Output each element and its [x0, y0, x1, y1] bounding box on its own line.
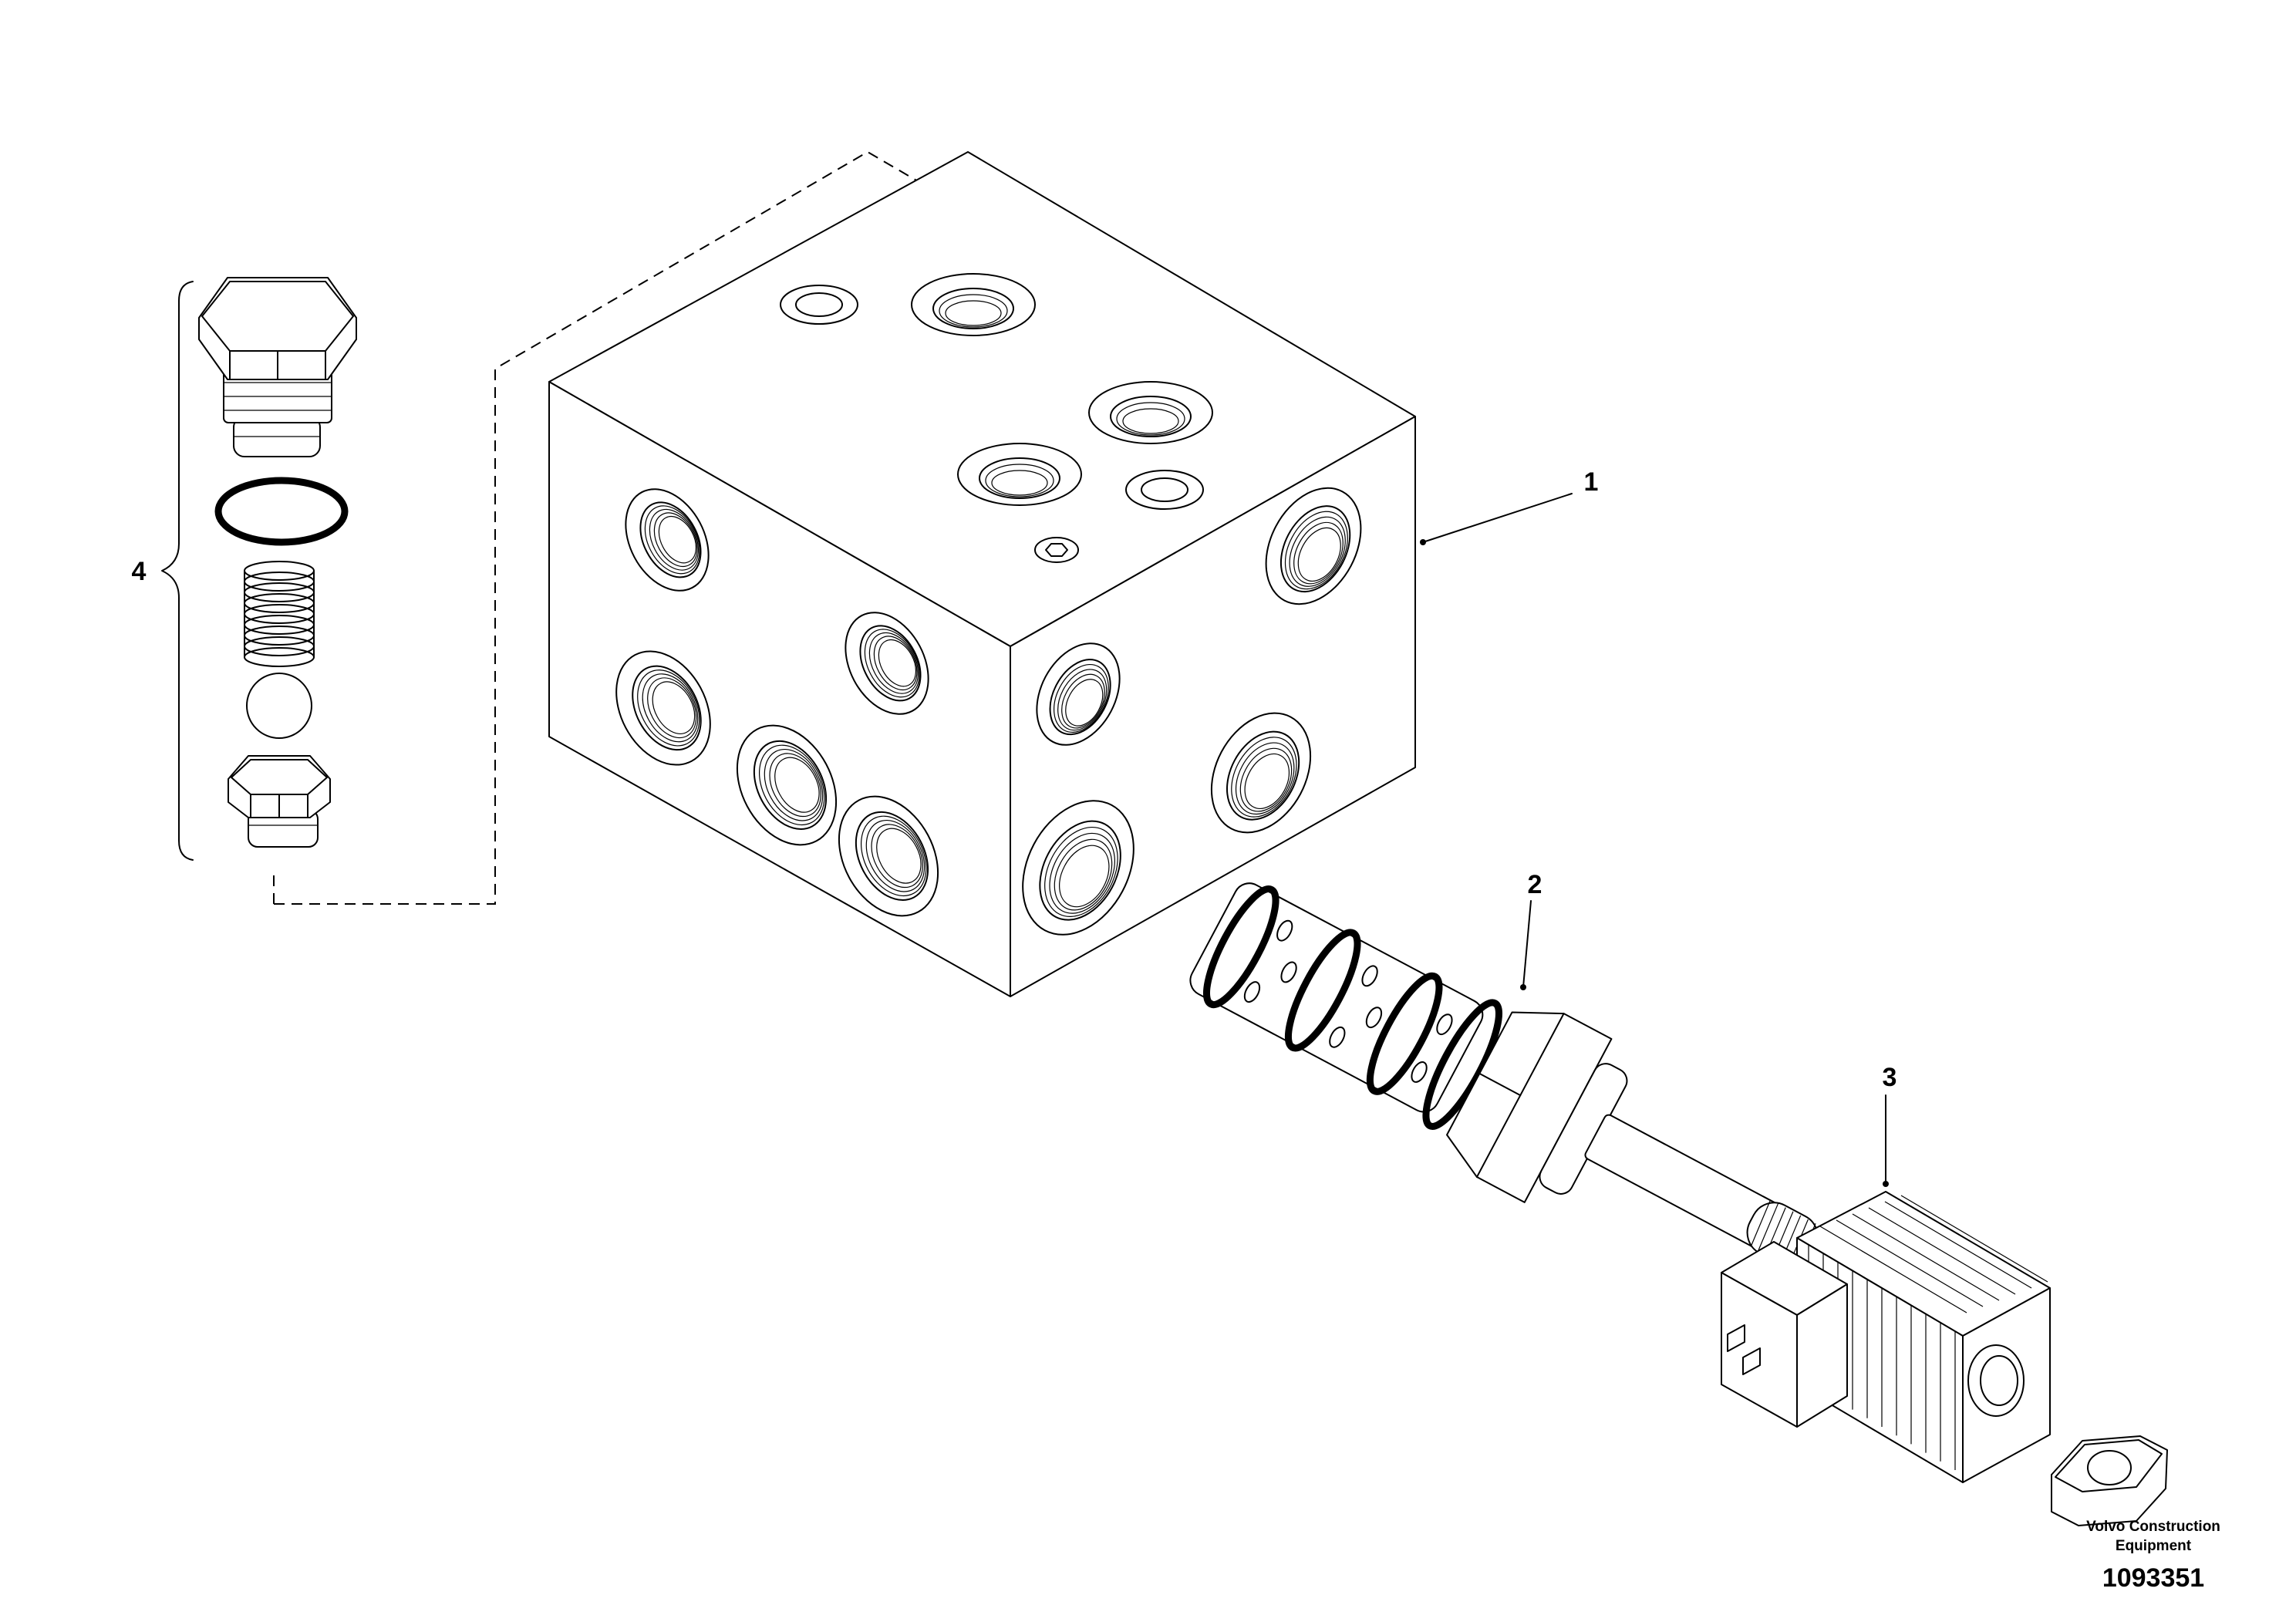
callout-4-label: 4	[132, 557, 147, 586]
seat-fitting	[228, 755, 331, 848]
right-port-1	[1265, 487, 1362, 605]
brand-line-2: Equipment	[2116, 1538, 2192, 1554]
title-block: Volvo Construction Equipment 1093351	[2086, 1519, 2220, 1593]
block-right-face	[1010, 416, 1416, 997]
check-ball	[246, 673, 312, 739]
callout-1-label: 1	[1584, 467, 1599, 497]
hex-plug	[198, 277, 357, 457]
left-port-1	[625, 488, 710, 592]
check-valve-kit: 4	[132, 277, 357, 861]
left-port-2	[845, 612, 929, 715]
right-port-4	[1022, 800, 1135, 936]
callout-2-label: 2	[1528, 870, 1542, 899]
kit-brace	[161, 281, 194, 861]
valve-block: 1	[548, 151, 1599, 997]
o-ring	[214, 477, 349, 546]
coil-nut	[2051, 1435, 2168, 1526]
left-port-5	[838, 795, 939, 917]
top-face-ports	[780, 273, 1213, 563]
solenoid-cartridge-valve: 2	[1189, 870, 1819, 1271]
drawing-number: 1093351	[2102, 1563, 2204, 1593]
right-port-2	[1036, 642, 1121, 746]
left-port-3	[615, 650, 711, 766]
solenoid-coil: 3	[1721, 1063, 2168, 1526]
callout-3-label: 3	[1883, 1063, 1897, 1092]
right-port-3	[1210, 712, 1312, 834]
spring	[244, 561, 315, 667]
left-face-ports	[615, 488, 939, 917]
right-face-ports	[1022, 487, 1362, 936]
brand-line-1: Volvo Construction	[2086, 1519, 2220, 1535]
left-port-4	[736, 724, 838, 846]
